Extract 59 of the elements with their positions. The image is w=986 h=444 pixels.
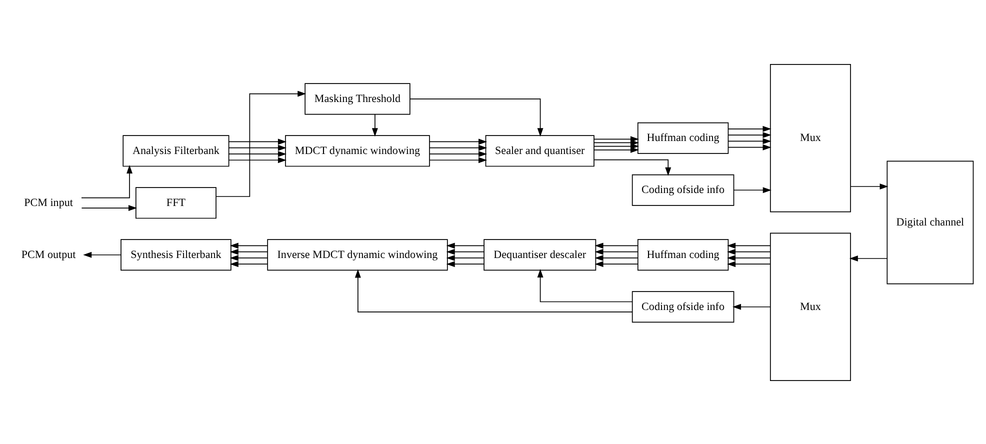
arrow [83,251,122,258]
arrow [728,144,772,150]
arrow [228,156,286,163]
arrow [849,255,888,261]
arrow [727,260,770,267]
arrow [850,183,888,189]
arrow [410,98,544,136]
arrow [728,138,772,144]
arrow [228,138,286,144]
arrow [733,186,772,193]
arrow [429,156,488,163]
arrow [594,158,672,176]
node-box: Mux [770,232,851,381]
node-box: FFT [135,186,216,218]
arrow [727,242,770,248]
arrow [446,260,484,267]
arrow [728,125,772,132]
node-box: Sealer and quantiser [485,134,594,166]
node-box: Masking Threshold [304,82,410,114]
arrow [429,144,488,150]
arrow [81,164,132,198]
arrow [228,150,286,156]
node-box: Huffman coding [637,122,729,154]
arrow [230,242,268,248]
arrow [216,90,306,196]
node-box: Coding ofside info [632,290,734,322]
node-box: Huffman coding [637,238,729,270]
node-box: Dequantiser descaler [484,238,596,270]
node-text: PCM input [24,196,73,208]
node-box: Coding ofside info [632,174,734,206]
arrow [446,248,484,254]
arrow [594,248,638,254]
arrow [594,136,639,142]
node-box: Inverse MDCT dynamic windowing [267,238,448,270]
arrow [228,144,286,150]
arrow [594,254,638,260]
arrow [230,248,268,254]
arrow [230,260,268,267]
arrow [230,254,268,260]
arrow [732,303,771,310]
arrow [446,242,484,248]
node-box: Digital channel [886,160,974,284]
arrow [594,260,638,267]
node-box: Synthesis Filterbank [120,238,232,270]
node-box: Analysis Filterbank [122,134,230,166]
node-text: PCM output [21,248,76,260]
arrow [372,114,378,136]
arrow [81,204,137,210]
arrow [354,268,633,312]
arrow [727,248,770,254]
node-box: MDCT dynamic windowing [285,134,430,166]
arrow [429,138,488,144]
arrow [537,268,633,302]
node-box: Mux [770,63,851,212]
arrow [446,254,484,260]
arrow [429,150,488,156]
arrow [594,242,638,248]
arrow [727,254,770,260]
arrow [728,132,772,138]
